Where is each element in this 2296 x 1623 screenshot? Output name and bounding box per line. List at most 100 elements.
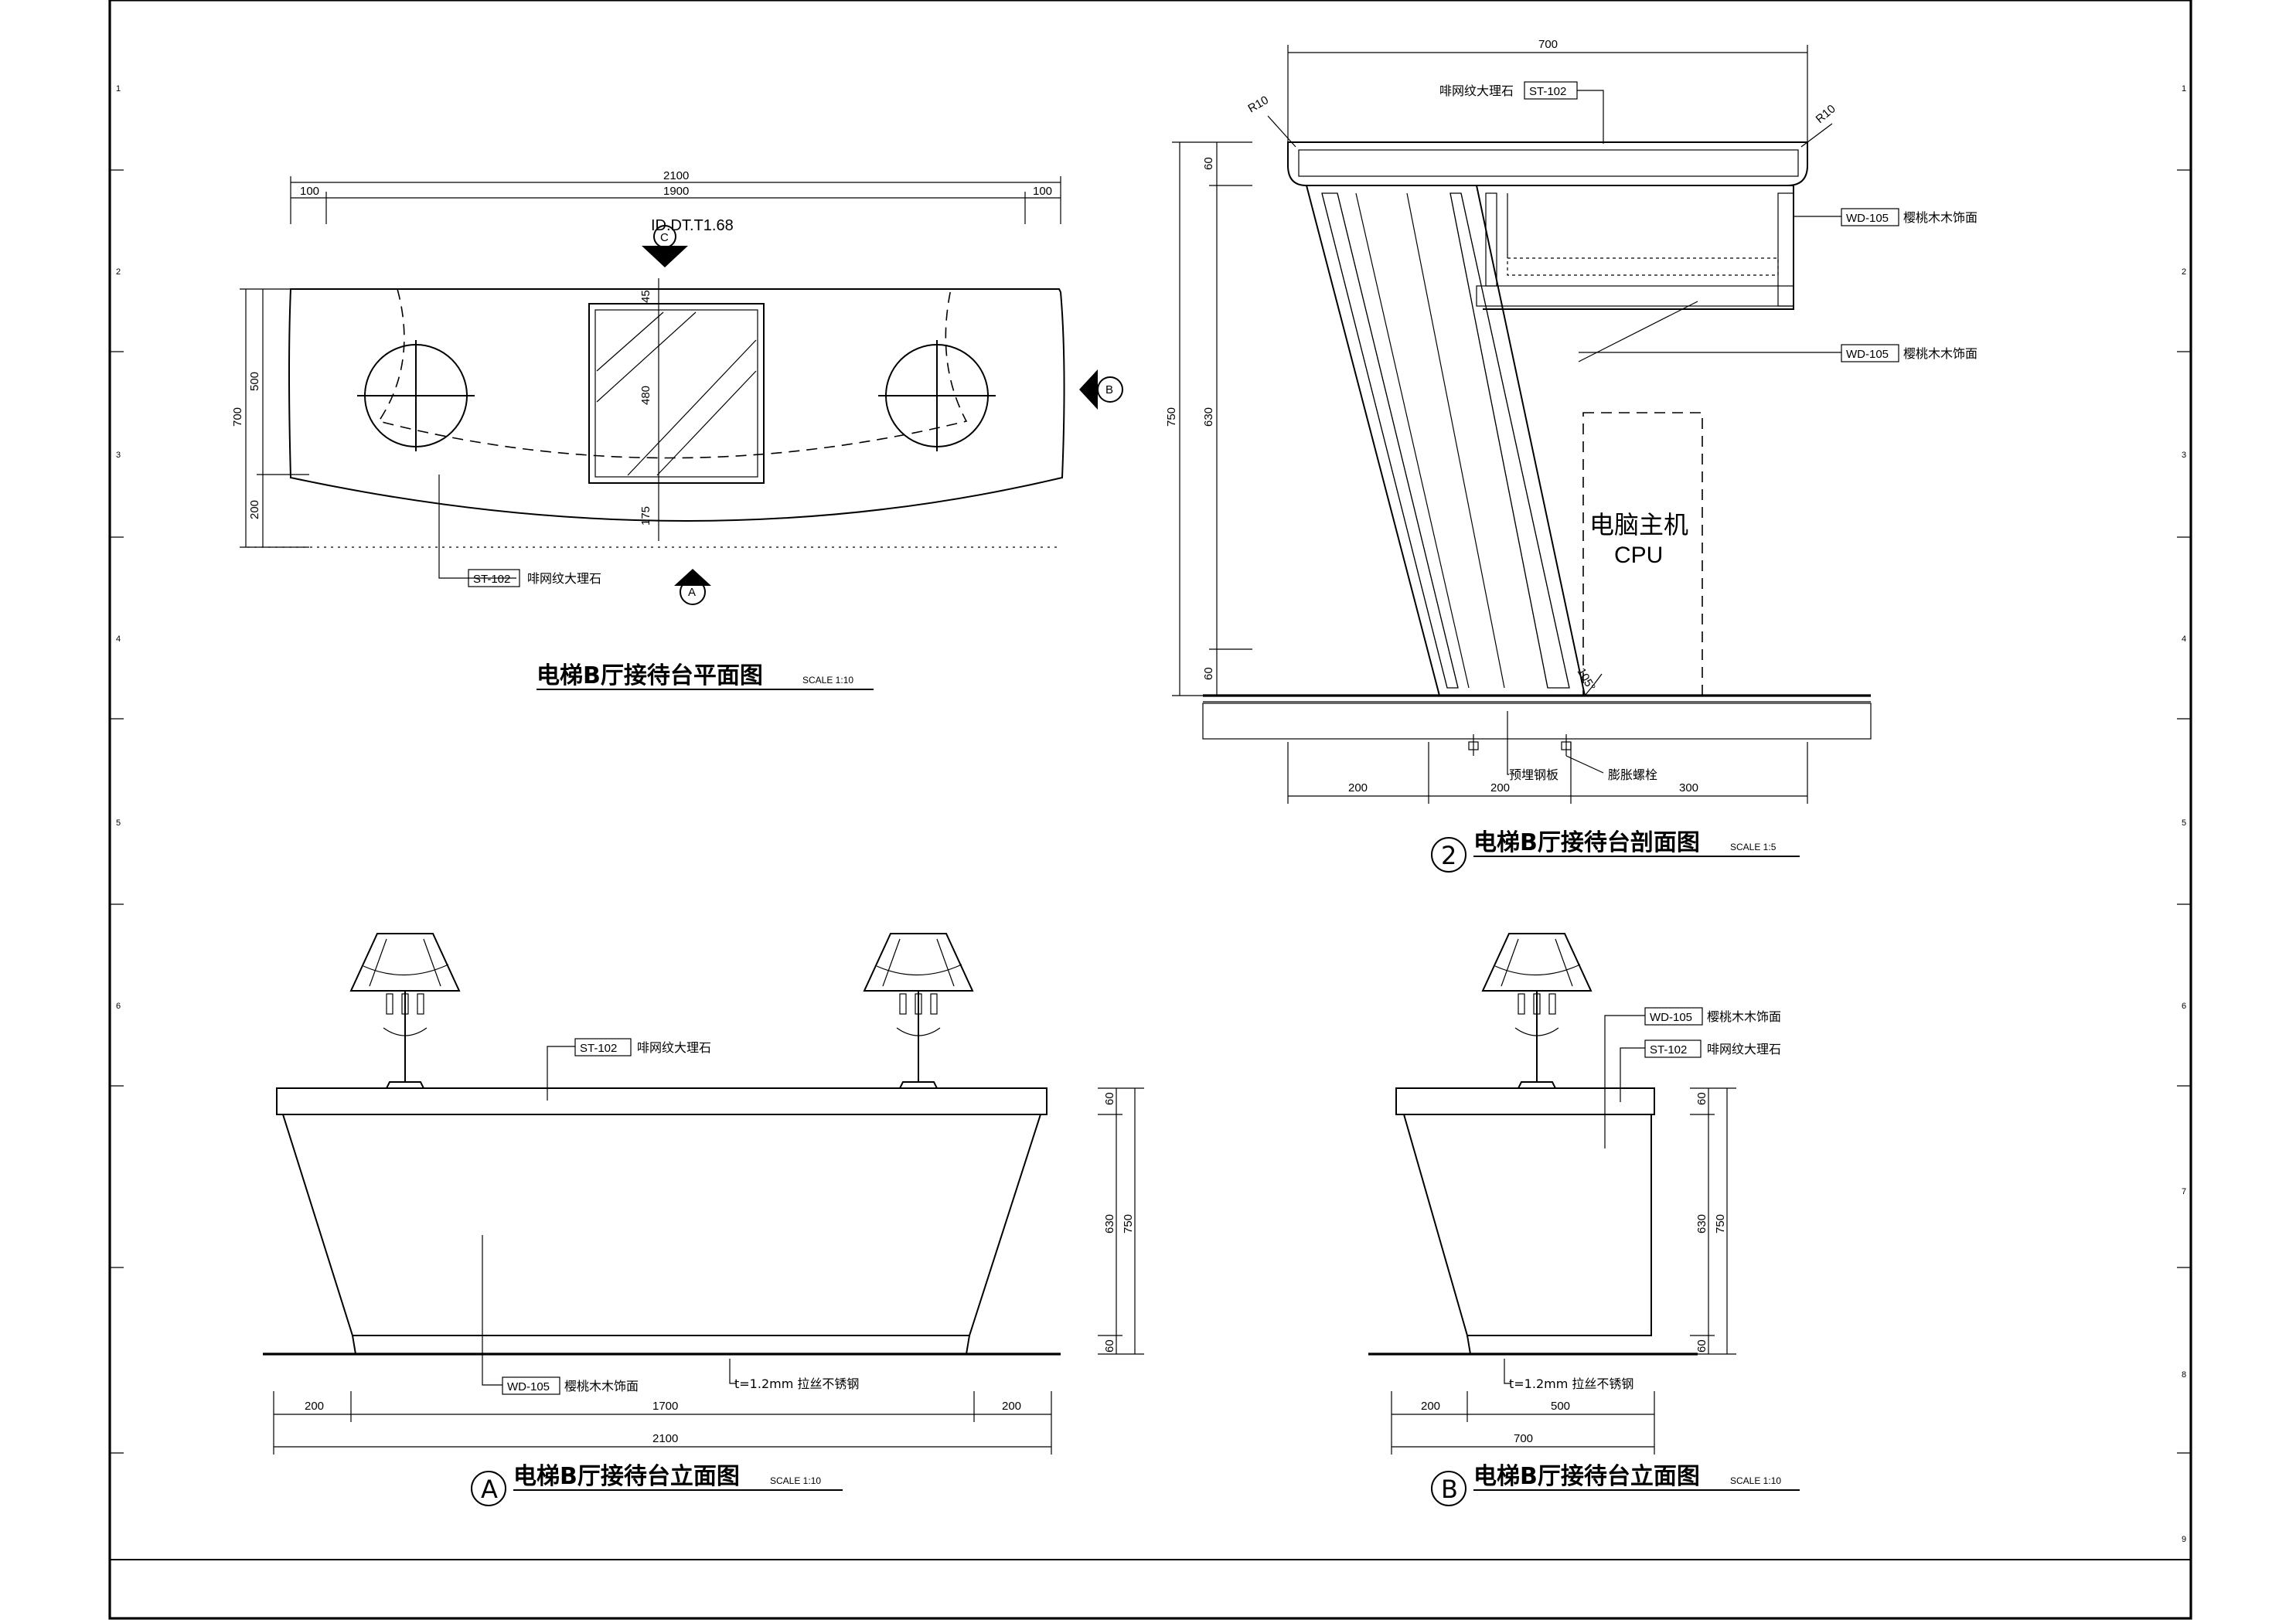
section-cpu-box — [1582, 412, 1703, 696]
grid-label: 6 — [2182, 1002, 2186, 1011]
dim-elev-b-700: 700 — [1514, 1432, 1533, 1445]
grid-label: 7 — [2182, 1187, 2186, 1196]
plan-title: 电梯B厅接待台平面图 — [537, 662, 763, 689]
section-wd105-code-1: WD-105 — [1846, 212, 1889, 225]
plan-desk-outline — [288, 288, 1065, 522]
marker-c-label: C — [660, 231, 669, 244]
dim-section-750: 750 — [1165, 407, 1178, 427]
section-shelf — [1476, 285, 1794, 307]
dim-elev-b-500: 500 — [1551, 1400, 1570, 1413]
section-floor-hatch — [1202, 703, 1872, 740]
section-st102-name: 啡网纹大理石 — [1439, 83, 1514, 98]
dim-elev-a-2100: 2100 — [652, 1432, 678, 1445]
grid-label: 1 — [116, 84, 121, 94]
dim-r10-left: R10 — [1246, 94, 1271, 115]
section-marker-c-arrow — [642, 246, 688, 267]
dim-plan-100-right: 100 — [1033, 185, 1052, 198]
elev-b-countertop — [1395, 1087, 1655, 1115]
grid-label: 5 — [2182, 818, 2186, 828]
section-marker-a-arrow — [674, 569, 711, 586]
grid-label: 3 — [116, 451, 121, 460]
dim-elev-a-60-top: 60 — [1103, 1092, 1116, 1105]
elev-b-base — [1467, 1335, 1651, 1355]
section-plate-label: 预埋钢板 — [1509, 767, 1558, 782]
dim-plan-2100: 2100 — [663, 169, 689, 182]
lamp-left — [349, 933, 461, 1089]
dim-elev-a-200-right: 200 — [1002, 1400, 1021, 1413]
grid-ticks — [110, 169, 2191, 1454]
plan-scale: SCALE 1:10 — [802, 675, 853, 686]
dim-section-630: 630 — [1202, 407, 1215, 427]
section-number: 2 — [1441, 841, 1456, 870]
elev-a-countertop — [276, 1087, 1048, 1115]
elev-b-st102-code: ST-102 — [1650, 1043, 1687, 1056]
sheet-frame — [108, 0, 2192, 1620]
section-number-circle — [1431, 837, 1467, 873]
dim-section-200-b: 200 — [1490, 781, 1510, 794]
elevation-a: ST-102 啡网纹大理石 WD-105 樱桃木木饰面 t=1.2mm 拉丝不锈… — [263, 933, 1144, 1506]
elev-a-marker: A — [481, 1475, 498, 1504]
section-slanted-body — [1305, 185, 1586, 696]
section-bolt-label: 膨胀螺栓 — [1608, 767, 1657, 782]
elev-b-marker-circle — [1431, 1471, 1467, 1506]
dim-elev-b-60-top: 60 — [1695, 1092, 1708, 1105]
dim-plan-480: 480 — [639, 386, 652, 405]
grid-label: 8 — [2182, 1370, 2186, 1380]
elev-b-st102-name: 啡网纹大理石 — [1707, 1042, 1781, 1056]
elev-a-scale: SCALE 1:10 — [770, 1475, 821, 1486]
dim-elev-b-60-bottom: 60 — [1695, 1339, 1708, 1352]
grid-label: 2 — [2182, 267, 2186, 277]
dim-elev-a-200-left: 200 — [305, 1400, 324, 1413]
dim-r10-right: R10 — [1814, 102, 1838, 126]
dim-plan-45: 45 — [639, 290, 652, 303]
grid-label: 2 — [116, 267, 121, 277]
elev-a-st102-code: ST-102 — [580, 1042, 617, 1055]
dim-elev-a-1700: 1700 — [652, 1400, 678, 1413]
elev-a-wd105-name: 樱桃木木饰面 — [564, 1379, 639, 1393]
elev-b-wd105-code: WD-105 — [1650, 1011, 1692, 1024]
lamp-b — [1481, 933, 1593, 1089]
elev-a-wd105-code: WD-105 — [507, 1380, 550, 1393]
elev-b-steel-label: t=1.2mm 拉丝不锈钢 — [1509, 1376, 1633, 1391]
lamp-right — [863, 933, 974, 1089]
dim-section-60-top: 60 — [1202, 157, 1215, 170]
elev-a-steel-label: t=1.2mm 拉丝不锈钢 — [734, 1376, 859, 1391]
marker-c-ref: ID.DT.T1.68 — [651, 217, 734, 234]
grid-labels-left: 1 2 3 4 5 6 — [116, 84, 121, 1011]
elev-a-body — [281, 1114, 1042, 1336]
dim-plan-1900: 1900 — [663, 185, 689, 198]
elev-a-st102-name: 啡网纹大理石 — [637, 1040, 711, 1055]
section-scale: SCALE 1:5 — [1730, 842, 1777, 852]
section-wd105-name-2: 樱桃木木饰面 — [1903, 346, 1977, 361]
dim-section-60-bottom: 60 — [1202, 667, 1215, 680]
section-cpu-en: CPU — [1614, 543, 1663, 568]
dim-elev-a-750: 750 — [1122, 1214, 1135, 1233]
grid-label: 5 — [116, 818, 121, 828]
plan-glass-panel — [588, 303, 765, 484]
dim-section-200-a: 200 — [1348, 781, 1368, 794]
plan-st102-name: 啡网纹大理石 — [527, 571, 601, 586]
elev-b-marker: B — [1441, 1475, 1458, 1504]
elev-a-base — [352, 1335, 970, 1355]
dim-plan-100-left: 100 — [300, 185, 319, 198]
dim-plan-200: 200 — [248, 500, 261, 519]
marker-a-label: A — [688, 586, 696, 599]
section-st102-code: ST-102 — [1529, 85, 1566, 98]
dim-angle-105: 105° — [1575, 666, 1598, 693]
elev-b-title: 电梯B厅接待台立面图 — [1473, 1463, 1700, 1490]
section-marker-b-arrow — [1079, 369, 1098, 410]
grid-label: 4 — [116, 635, 121, 644]
dim-plan-500: 500 — [248, 372, 261, 391]
plan-view: 2100 1900 100 100 700 500 200 45 480 175… — [231, 169, 1123, 690]
plan-inner-dashed — [377, 288, 968, 459]
plan-st102-code: ST-102 — [473, 573, 510, 586]
elev-a-title: 电梯B厅接待台立面图 — [513, 1463, 740, 1490]
dim-section-300: 300 — [1679, 781, 1698, 794]
section-cpu-cn: 电脑主机 — [1589, 510, 1688, 539]
marker-b-label: B — [1105, 383, 1113, 396]
section-wd105-name-1: 樱桃木木饰面 — [1903, 210, 1977, 225]
elev-b-scale: SCALE 1:10 — [1730, 1475, 1781, 1486]
dim-section-700: 700 — [1538, 38, 1558, 51]
dim-elev-a-630: 630 — [1103, 1214, 1116, 1233]
